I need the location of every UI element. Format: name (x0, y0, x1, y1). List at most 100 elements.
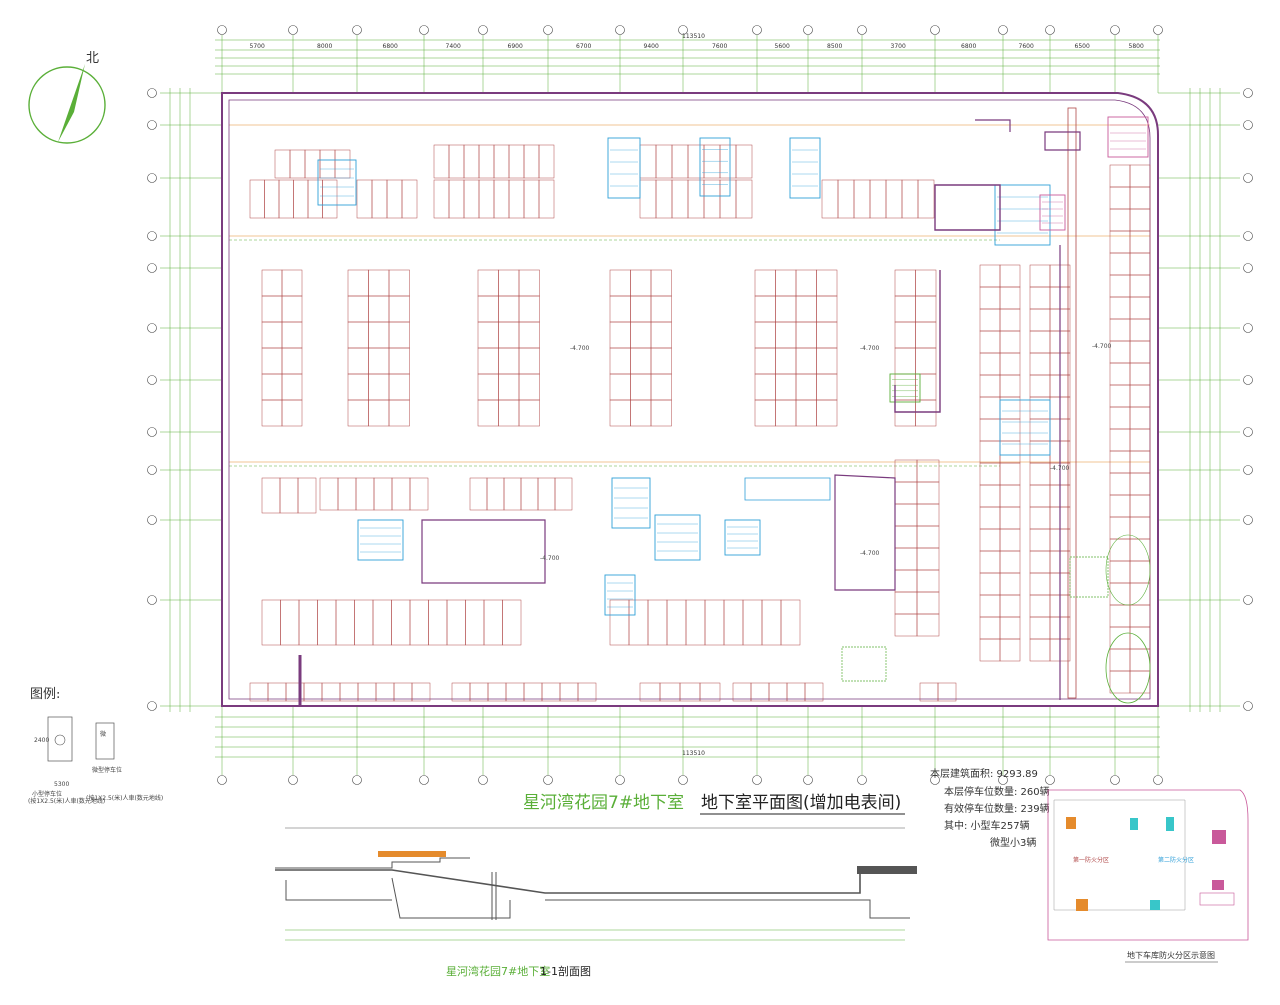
parking-stall (687, 179, 705, 219)
project-title: 星河湾花园7#地下室 (523, 793, 684, 813)
parking-stall (1109, 208, 1131, 232)
parking-stall (518, 399, 540, 427)
parking-stall (1109, 626, 1131, 650)
parking-stall (979, 374, 1001, 398)
parking-stall (979, 330, 1001, 354)
parking-stall (650, 373, 672, 401)
parking-stall (375, 682, 395, 702)
core-box (999, 399, 1051, 456)
micro-car-symbol (95, 722, 115, 760)
svg-text:微: 微 (100, 730, 106, 738)
parking-stall (671, 144, 689, 179)
parking-stall (508, 144, 525, 179)
dim-top-label: 8000 (317, 43, 332, 50)
parking-stall (719, 179, 737, 219)
parking-stall (837, 179, 855, 219)
parking-stall (1109, 362, 1131, 386)
parking-stall (368, 347, 390, 375)
dim-top-label: 3700 (891, 43, 906, 50)
parking-stall (609, 295, 631, 323)
parking-stall (647, 599, 668, 646)
parking-stalls (249, 144, 1151, 702)
parking-stall (894, 373, 916, 401)
parking-stall (761, 599, 782, 646)
parking-stall (795, 399, 817, 427)
parking-stall (368, 399, 390, 427)
parking-stall (523, 179, 540, 219)
parking-stall (388, 321, 410, 349)
parking-stall (477, 373, 499, 401)
parking-stall (666, 599, 687, 646)
parking-stall (261, 477, 281, 514)
parking-stall (768, 682, 788, 702)
parking-stall (650, 321, 672, 349)
dim-top-label: 7600 (1019, 43, 1034, 50)
parking-stall (281, 321, 303, 349)
spot-elevation: -4.700 (540, 555, 560, 562)
parking-stall (901, 179, 919, 219)
parking-stall (979, 352, 1001, 376)
parking-stall (289, 149, 306, 179)
parking-stall (754, 347, 776, 375)
parking-stall (538, 144, 555, 179)
parking-stall (1109, 516, 1131, 540)
parking-stall (816, 269, 838, 297)
small-car-symbol (47, 716, 73, 762)
parking-stall (321, 682, 341, 702)
parking-stall (609, 347, 631, 375)
core-box (699, 137, 731, 197)
parking-stall (816, 347, 838, 375)
parking-stall (478, 179, 495, 219)
drawing-name: 地下室平面图(增加电表间) (701, 793, 901, 813)
parking-stall (388, 399, 410, 427)
parking-stall (894, 321, 916, 349)
parking-stall (915, 373, 937, 401)
parking-stall (979, 484, 1001, 508)
parking-stall (518, 269, 540, 297)
parking-stall (916, 569, 940, 593)
parking-stall (1129, 252, 1151, 276)
parking-stall (671, 179, 689, 219)
parking-stall (520, 477, 539, 511)
central-walls (298, 119, 1081, 705)
parking-stall (650, 295, 672, 323)
section-drawing-name: 1-1剖面图 (540, 964, 591, 978)
dim-top-label: 6900 (508, 43, 523, 50)
parking-stall (915, 347, 937, 375)
side-dimension-chains (169, 88, 1221, 712)
parking-stall (754, 269, 776, 297)
parking-stall (754, 321, 776, 349)
parking-stall (523, 144, 540, 179)
parking-stall (795, 373, 817, 401)
parking-stall (999, 594, 1021, 618)
parking-stall (742, 599, 763, 646)
parking-stall (249, 682, 269, 702)
fire-zone-inset: 第一防火分区 第二防火分区 地下车库防火分区示意图 (1047, 789, 1249, 963)
parking-stall (816, 321, 838, 349)
parking-stall (577, 682, 597, 702)
parking-stall (1029, 462, 1051, 486)
parking-stall (518, 373, 540, 401)
parking-stall (723, 599, 744, 646)
stat-2: 有效停车位数量: 239辆 (944, 802, 1050, 815)
dim-top-label: 9400 (644, 43, 659, 50)
parking-stall (347, 321, 369, 349)
core-box (357, 519, 404, 561)
parking-stall (317, 599, 337, 646)
parking-stall (719, 144, 737, 179)
parking-stall (411, 682, 431, 702)
dim-total-label-bottom: 113510 (682, 750, 705, 757)
parking-stall (853, 179, 871, 219)
parking-stall (630, 269, 652, 297)
parking-stall (916, 613, 940, 637)
parking-stall (894, 481, 918, 505)
stat-3: 其中: 小型车257辆 (944, 819, 1030, 832)
parking-stall (999, 572, 1021, 596)
parking-stall (261, 599, 281, 646)
parking-stall (1109, 406, 1131, 430)
parking-stall (371, 179, 388, 219)
parking-stall (1109, 604, 1131, 628)
legend-small-w: 5300 (54, 781, 69, 788)
parking-stall (1029, 286, 1051, 310)
